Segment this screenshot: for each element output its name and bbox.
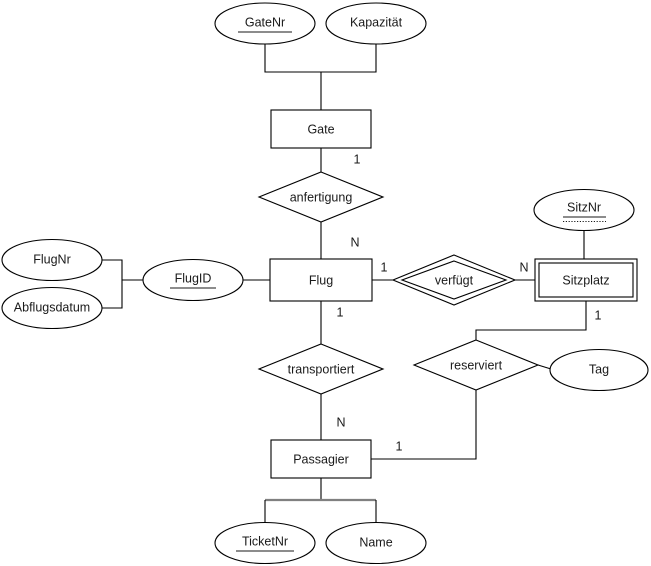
cardinality-sitzplatz-reserviert: 1: [595, 308, 602, 322]
relationship-anfertigung[interactable]: anfertigung: [257, 171, 385, 223]
cardinality-gate-anfertigung: 1: [354, 152, 361, 166]
attribute-tag-label: Tag: [589, 362, 609, 376]
cardinality-passagier-reserviert: 1: [396, 439, 403, 453]
entity-sitzplatz[interactable]: Sitzplatz: [534, 258, 638, 302]
attribute-name-label: Name: [359, 535, 392, 549]
edge-abflugsdatum-to-bracket: [102, 280, 123, 309]
relationship-verfuegt-label: verfügt: [435, 273, 474, 287]
entity-gate[interactable]: Gate: [270, 109, 372, 149]
attribute-kapazitaet-label: Kapazität: [350, 15, 403, 29]
relationship-transportiert[interactable]: transportiert: [257, 343, 385, 395]
relationship-layer: anfertigung verfügt transportiert reserv…: [257, 171, 540, 395]
attribute-sitznr[interactable]: SitzNr: [533, 188, 635, 232]
cardinality-flug-verfuegt: 1: [381, 260, 388, 274]
attribute-sitznr-label: SitzNr: [567, 200, 601, 214]
edge-flugnr-to-bracket: [102, 259, 123, 280]
attribute-ticketnr[interactable]: TicketNr: [214, 521, 316, 565]
entity-flug-label: Flug: [309, 273, 333, 287]
attribute-flugnr[interactable]: FlugNr: [1, 238, 103, 282]
attribute-abflugsdatum[interactable]: Abflugsdatum: [1, 286, 103, 330]
entity-passagier[interactable]: Passagier: [270, 439, 372, 479]
edge-reserviert-to-tag: [537, 364, 552, 370]
relationship-reserviert[interactable]: reserviert: [412, 339, 540, 391]
relationship-reserviert-label: reserviert: [450, 358, 503, 372]
entity-passagier-label: Passagier: [293, 452, 349, 466]
entity-sitzplatz-label: Sitzplatz: [562, 273, 609, 287]
attribute-name[interactable]: Name: [325, 521, 427, 565]
entity-gate-label: Gate: [307, 122, 334, 136]
cardinality-verfuegt-sitzplatz: N: [519, 260, 528, 274]
cardinality-anfertigung-flug: N: [350, 235, 359, 249]
attribute-ticketnr-label: TicketNr: [242, 534, 288, 548]
edge-sitzplatz-to-reserviert: [475, 301, 587, 340]
attribute-abflugsdatum-label: Abflugsdatum: [14, 300, 90, 314]
attribute-gatenr-label: GateNr: [245, 15, 285, 29]
attribute-flugnr-label: FlugNr: [33, 252, 71, 266]
relationship-anfertigung-label: anfertigung: [290, 190, 353, 204]
edge-layer: [102, 44, 587, 523]
cardinality-transportiert-passagier: N: [336, 415, 345, 429]
edge-kapazitaet-to-gate: [321, 44, 377, 73]
edge-gatenr-to-gate: [264, 44, 321, 73]
attribute-flugid[interactable]: FlugID: [142, 258, 244, 302]
attribute-flugid-label: FlugID: [175, 271, 212, 285]
cardinality-flug-transportiert: 1: [337, 305, 344, 319]
entity-layer: Gate Flug Sitzplatz Passagier: [269, 109, 638, 479]
relationship-transportiert-label: transportiert: [288, 362, 355, 376]
relationship-verfuegt[interactable]: verfügt: [391, 254, 517, 306]
entity-flug[interactable]: Flug: [269, 258, 373, 302]
edge-passagier-to-reserviert: [371, 390, 477, 460]
attribute-tag[interactable]: Tag: [549, 348, 649, 392]
attribute-gatenr[interactable]: GateNr: [214, 2, 316, 45]
attribute-kapazitaet[interactable]: Kapazität: [325, 2, 427, 45]
cardinality-layer: 1 N 1 N 1 N 1 1: [336, 152, 601, 453]
